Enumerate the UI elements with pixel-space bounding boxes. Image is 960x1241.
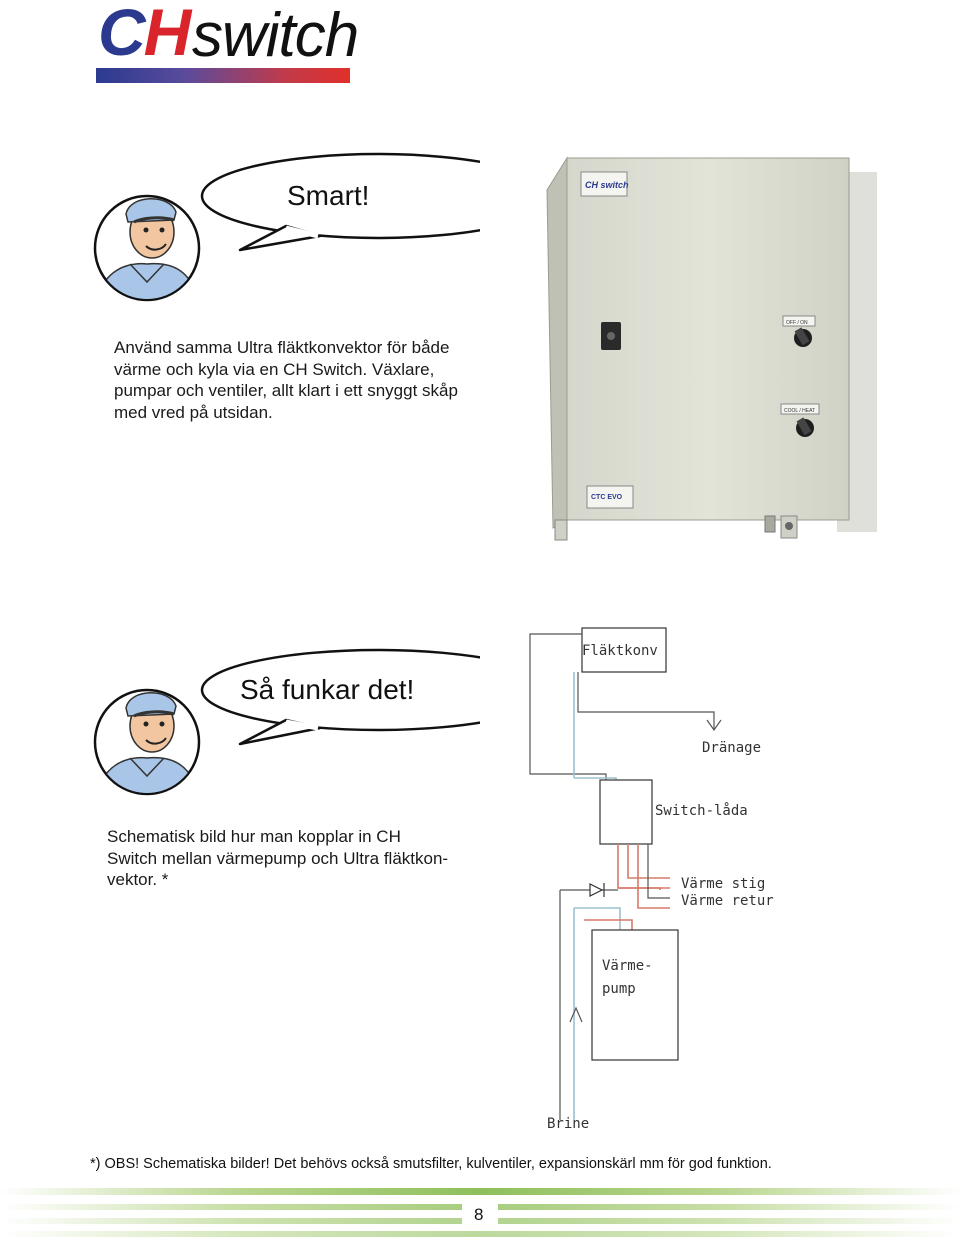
bubble-2-text: Så funkar det! — [240, 674, 415, 705]
heat-pump-box — [591, 929, 679, 1061]
connection-schematic: Fläktkonv Dränage Switch-låda Värme stig… — [529, 627, 774, 1132]
page-number: 8 — [474, 1205, 484, 1224]
mascot-bubble-1 — [93, 152, 480, 302]
knob-2-label: COOL / HEAT — [784, 408, 815, 414]
cabinet-side — [546, 156, 568, 529]
mascot-bubble-2 — [93, 648, 480, 796]
bubble-1-text: Smart! — [287, 180, 370, 211]
cabinet-brand-label: CH switch — [585, 180, 629, 190]
fan-coil-box — [581, 627, 667, 673]
mascot-avatar-2 — [93, 688, 201, 796]
brine-arrow-icon — [569, 1006, 583, 1023]
heat-pump-label-1: Värme- — [602, 958, 653, 974]
cabinet-plate-label: CTC EVO — [591, 494, 623, 501]
switch-box-label: Switch-låda — [655, 802, 748, 819]
drain-icon — [706, 719, 722, 732]
heat-flow-label: Värme stig — [681, 876, 765, 892]
switch-box — [599, 779, 653, 845]
footer-stripes — [0, 1188, 960, 1237]
drain-label: Dränage — [702, 740, 761, 756]
knob-1-label: OFF / ON — [786, 320, 808, 326]
intro-paragraph: Använd samma Ultra fläktkonvektor för bå… — [114, 338, 458, 422]
logo-underline — [96, 68, 350, 83]
ch-switch-logo: CH switch — [96, 0, 359, 90]
footnote: *) OBS! Schematiska bilder! Det behövs o… — [90, 1156, 772, 1172]
fan-coil-label: Fläktkonv — [582, 643, 658, 659]
check-valve-icon — [589, 883, 604, 897]
speech-bubble-1 — [200, 152, 480, 252]
speech-bubble-2 — [200, 648, 480, 746]
brine-label: Brine — [547, 1116, 589, 1132]
heat-return-label: Värme retur — [681, 893, 774, 909]
mascot-avatar — [93, 194, 201, 302]
switch-cabinet-photo: CH switch OFF / ON COOL / HEAT CTC EVO — [546, 156, 877, 541]
heat-pump-label-2: pump — [602, 981, 636, 997]
schematic-paragraph: Schematisk bild hur man kopplar in CH Sw… — [107, 827, 449, 889]
logo-switch-word: switch — [192, 1, 359, 70]
logo-ch: CH — [98, 0, 191, 69]
